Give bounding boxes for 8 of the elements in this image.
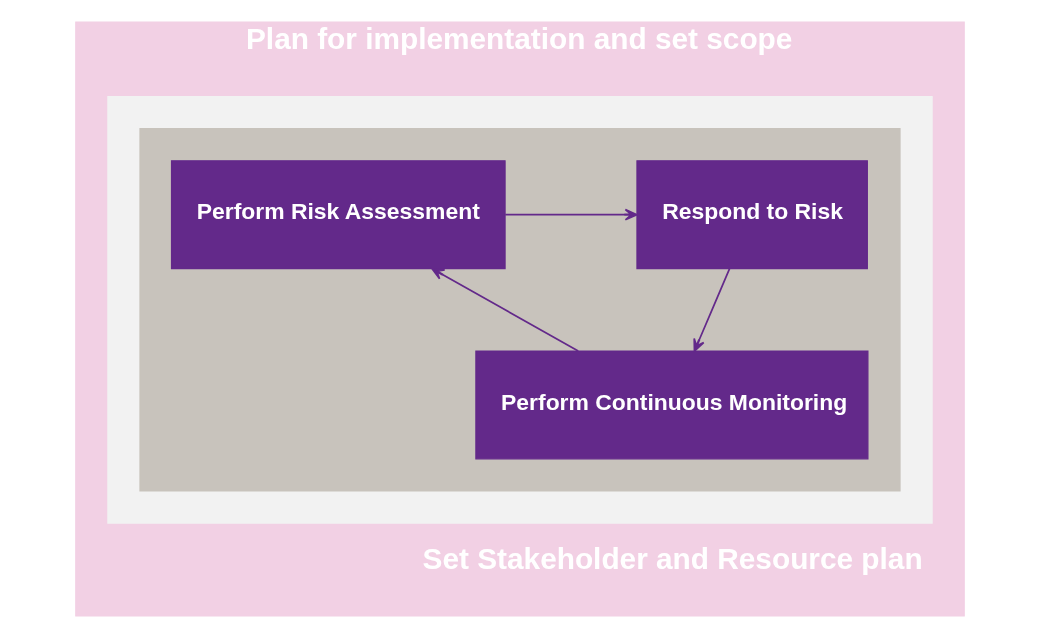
arrow (431, 267, 580, 352)
node-box: Perform Continuous Monitoring (475, 350, 869, 460)
cluster (107, 96, 933, 524)
arrow (504, 208, 638, 221)
node-box: Perform Risk Assessment (170, 160, 506, 270)
arrow (693, 267, 731, 352)
cluster (139, 128, 901, 492)
node-box: Respond to Risk (636, 160, 868, 270)
